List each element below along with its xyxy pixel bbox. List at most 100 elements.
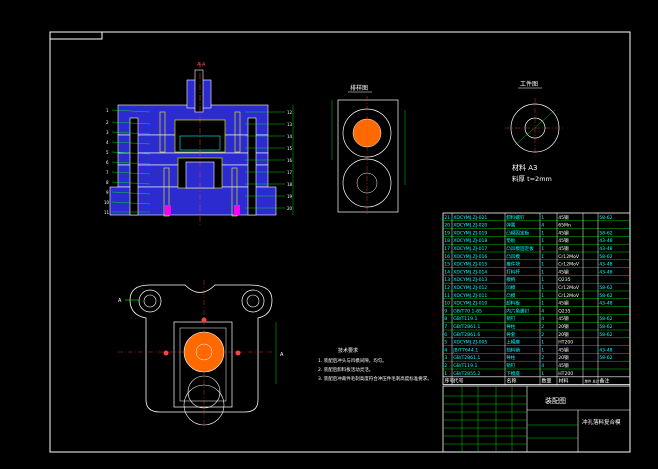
part-view: 工件图 材料 A3 料厚 t=2mm	[505, 80, 565, 183]
leaders-left	[111, 109, 151, 213]
part-title: 工件图	[520, 80, 538, 88]
bom-header-name: 名称	[507, 378, 517, 385]
bom-cell-mat: 45钢	[558, 346, 569, 353]
bom-header-code: 代号	[454, 378, 464, 385]
callout-13: 13	[287, 122, 293, 127]
section-mark-label: A-A	[197, 62, 206, 68]
part-thickness: 料厚 t=2mm	[512, 174, 552, 183]
screw-left-1	[159, 111, 166, 153]
part-dim-diag	[514, 109, 556, 146]
bom-cell-mat: Q235	[558, 308, 570, 314]
tech-req-title: 技术要求	[338, 347, 358, 354]
bom-cell-qty: 2	[541, 324, 544, 330]
guide-post-left	[129, 117, 139, 216]
pin-left	[165, 205, 171, 215]
callout-6: 6	[106, 160, 109, 165]
bom-cell-qty: 1	[541, 371, 544, 377]
bom-cell-code: GB/T2855.2	[453, 371, 480, 377]
callout-9: 9	[106, 190, 109, 195]
bom-header: 序号代号名称数量材料单件 总计备注	[445, 378, 610, 385]
bom-cell-no: 18	[444, 238, 450, 244]
bom-cell-code: XDCYMJ.ZJ-012	[453, 285, 487, 291]
guide-hole-right-inner	[246, 294, 260, 308]
bom-cell-code: XDCYMJ.ZJ-020	[453, 223, 487, 229]
tech-req-1: 1. 装配后冲头与凹模间隙，均匀。	[318, 357, 387, 364]
bom-cell-code: GB/T119.1	[453, 363, 477, 369]
callouts-right-text: 12 13 14 15 16 17 18 19 20	[287, 110, 293, 211]
callout-8: 8	[106, 180, 109, 185]
bom-cell-no: 1	[444, 371, 447, 377]
bom-cell-code: XDCYMJ.ZJ-010	[453, 301, 487, 307]
bom-cell-note: 58-62	[599, 324, 612, 330]
bom-cell-name: 导柱	[506, 354, 516, 361]
screw-left-2	[163, 167, 170, 217]
guide-hole-left-inner	[143, 294, 157, 308]
bom-cell-name: 垫板	[506, 237, 516, 244]
bom-cell-mat: 45钢	[558, 237, 569, 244]
bom-cell-mat: 20钢	[558, 331, 569, 338]
bom-cell-no: 12	[444, 285, 450, 291]
bom-cell-name: 打料杆	[506, 268, 520, 275]
bom-cell-mat: 45钢	[558, 362, 569, 369]
bom-cell-no: 15	[444, 262, 450, 268]
title-block: 装配图 冲孔落料复合模	[442, 385, 631, 453]
guide-post-right	[247, 117, 257, 216]
bom-cell-name: 凸模	[506, 292, 516, 299]
bom-cell-note: 43-48	[599, 269, 612, 275]
bom-cell-qty: 1	[541, 230, 544, 236]
bom-cell-name: 销钉	[506, 315, 516, 322]
bom-cell-name: 上模座	[506, 339, 520, 346]
bom-cell-no: 17	[444, 246, 450, 252]
bom-cell-qty: 1	[541, 262, 544, 268]
bom-cell-no: 21	[444, 215, 450, 221]
bom-header-note: 备注	[600, 378, 610, 385]
bom-cell-note: 58-62	[599, 332, 612, 338]
part-material: 材料 A3	[512, 163, 537, 172]
bom-cell-mat: HT200	[558, 340, 573, 346]
bom-cell-no: 10	[444, 301, 450, 307]
bom-cell-qty: 1	[541, 277, 544, 283]
technical-requirements: 技术要求 1. 装配后冲头与凹模间隙，均匀。 2. 装配后卸料板活动灵活。 3.…	[318, 347, 432, 382]
callout-10: 10	[104, 200, 110, 205]
callout-16: 16	[287, 158, 293, 163]
bom-cell-code: JB/T7644.1	[452, 347, 478, 353]
bom-cell-qty: 4	[541, 308, 544, 314]
pin-top-2	[163, 350, 169, 356]
bom-cell-name: 推件块	[506, 261, 520, 268]
bom-cell-qty: 1	[541, 301, 544, 307]
bom-cell-name: 挡料销	[506, 346, 520, 353]
bom-cell-qty: 4	[541, 316, 544, 322]
section-arrow-label-left: A	[118, 298, 122, 304]
bom-cell-note: 58-62	[599, 254, 612, 260]
callout-11: 11	[104, 210, 110, 215]
bom-cell-code: XDCYMJ.ZJ-021	[453, 215, 487, 221]
bom-cell-code: XDCYMJ.ZJ-013	[453, 277, 487, 283]
callouts-left-text: 1 2 3 4 5 6 7 8 9 10 11	[104, 108, 110, 215]
bom-cell-name: 导套	[506, 331, 516, 338]
bom-cell-mat: 45钢	[558, 214, 569, 221]
bom-cell-mat: 45钢	[558, 268, 569, 275]
screw-right-2	[231, 167, 238, 217]
bom-cell-name: 下模座	[506, 370, 520, 377]
callout-4: 4	[106, 140, 109, 145]
section-arrow-label-right: A	[280, 352, 284, 358]
bom-cell-name: 模柄	[506, 276, 516, 283]
callout-14: 14	[287, 134, 293, 139]
bom-cell-no: 3	[444, 355, 447, 361]
callout-2: 2	[106, 120, 109, 125]
bom-cell-note: 43-48	[599, 238, 612, 244]
knockout-rod	[194, 69, 204, 113]
callout-5: 5	[106, 150, 109, 155]
bom-cell-no: 8	[444, 316, 447, 322]
bom-cell-mat: Cr12MoV	[558, 262, 580, 268]
callout-17: 17	[287, 170, 293, 175]
bom-cell-no: 13	[444, 277, 450, 283]
bom-cell-code: XDCYMJ.ZJ-017	[453, 246, 487, 252]
